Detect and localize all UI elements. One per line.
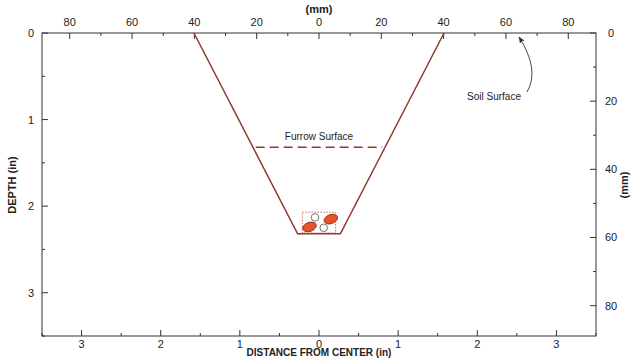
axis-tick (537, 33, 538, 36)
axis-tick (358, 333, 359, 336)
axis-tick (200, 333, 201, 336)
axis-tick (239, 330, 240, 336)
tick-label: 1 (237, 339, 243, 350)
tick-label: 40 (605, 164, 617, 175)
tick-label: 1 (395, 339, 401, 350)
tick-label: 80 (605, 300, 617, 311)
tick-label: 60 (126, 17, 138, 28)
axis-tick (412, 33, 413, 36)
axis-tick (42, 206, 48, 207)
furrow-surface-line (256, 147, 383, 148)
axis-tick (42, 33, 48, 34)
axis-tick (590, 237, 596, 238)
tick-label: 3 (553, 339, 559, 350)
axis-tick (279, 333, 280, 336)
tick-label: 0 (316, 17, 322, 28)
tick-label: 2 (28, 201, 34, 212)
axis-tick (593, 203, 596, 204)
axis-tick (477, 330, 478, 336)
seed (301, 220, 317, 233)
tick-label: 40 (438, 17, 450, 28)
axis-unit: (mm) (619, 171, 630, 198)
callout-label: Soil Surface (467, 92, 521, 102)
axis-tick (287, 33, 288, 36)
axis-tick (590, 33, 596, 34)
fertilizer-granule (311, 214, 319, 222)
axis-tick (121, 333, 122, 336)
axis-tick (319, 330, 320, 336)
tick-label: 2 (474, 339, 480, 350)
axis-tick (42, 162, 45, 163)
axis-tick (350, 33, 351, 36)
seed (323, 213, 339, 226)
axis-tick (590, 169, 596, 170)
tick-label: 60 (500, 17, 512, 28)
axis-title: DEPTH (in) (7, 156, 18, 213)
axis-tick (398, 330, 399, 336)
axis-tick (100, 33, 101, 36)
callout-label: Furrow Surface (285, 132, 353, 142)
axis-unit: (mm) (306, 4, 333, 15)
axis-tick (81, 330, 82, 336)
tick-label: 1 (28, 114, 34, 125)
axis-tick (42, 119, 48, 120)
leader-line (519, 37, 532, 92)
fertilizer-granule (320, 224, 328, 232)
axis-tick (132, 33, 133, 39)
seeds (301, 213, 339, 234)
axis-tick (593, 67, 596, 68)
plot-frame (42, 33, 596, 336)
tick-label: 2 (158, 339, 164, 350)
tick-label: 20 (251, 17, 263, 28)
tick-label: 0 (28, 28, 34, 39)
furrow-outline (194, 33, 444, 234)
axis-tick (42, 249, 45, 250)
axis-tick (163, 33, 164, 36)
axis-ticks (42, 33, 596, 336)
axis-tick (319, 33, 320, 39)
tick-label: 40 (188, 17, 200, 28)
axis-tick (516, 333, 517, 336)
tick-label: 3 (28, 287, 34, 298)
axis-tick (256, 33, 257, 39)
axis-tick (160, 330, 161, 336)
tick-label: 20 (605, 96, 617, 107)
axis-tick (556, 330, 557, 336)
axis-tick (42, 292, 48, 293)
axis-tick (437, 333, 438, 336)
axis-tick (42, 76, 45, 77)
axis-tick (69, 33, 70, 39)
axis-tick (593, 271, 596, 272)
tick-label: 80 (562, 17, 574, 28)
axis-tick (381, 33, 382, 39)
axis-tick (474, 33, 475, 36)
axis-tick (590, 305, 596, 306)
tick-label: 20 (375, 17, 387, 28)
axis-tick (505, 33, 506, 39)
tick-label: 3 (79, 339, 85, 350)
axis-tick (225, 33, 226, 36)
axis-tick (593, 135, 596, 136)
axis-tick (42, 336, 45, 337)
tick-label: 80 (64, 17, 76, 28)
tick-label: 0 (608, 28, 614, 39)
tick-label: 60 (605, 232, 617, 243)
axis-title: DISTANCE FROM CENTER (in) (247, 348, 392, 358)
axis-tick (596, 333, 597, 336)
axis-tick (590, 101, 596, 102)
axis-tick (568, 33, 569, 39)
